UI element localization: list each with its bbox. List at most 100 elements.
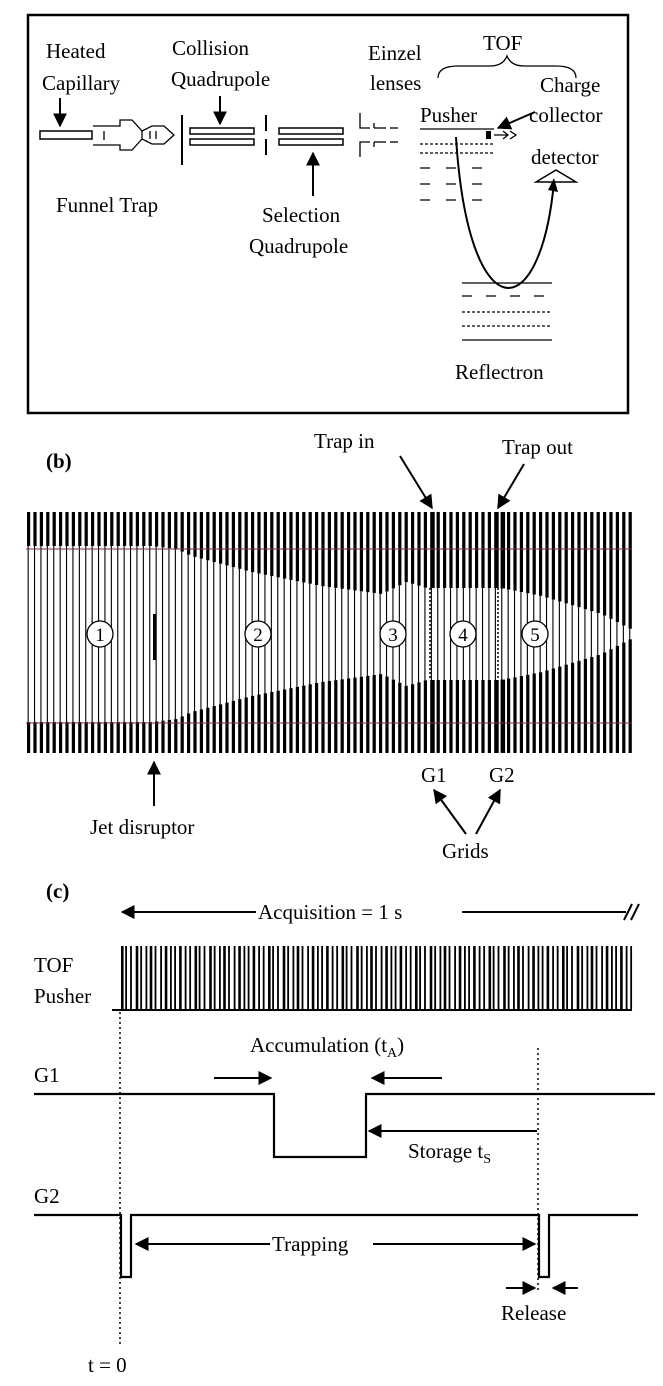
acquisition-label: Acquisition = 1 s (258, 900, 402, 924)
pusher-pulse (405, 946, 407, 1010)
electrode-ring-bottom (487, 680, 491, 753)
pusher-pulse (601, 946, 603, 1010)
electrode-ring-top (308, 512, 312, 584)
ion-beam-line (34, 546, 36, 722)
ion-beam-line (373, 593, 375, 675)
ion-beam-line (341, 588, 343, 680)
pusher-pulse (223, 946, 226, 1010)
pusher-pulse (317, 946, 319, 1010)
electrode-ring-bottom (622, 642, 626, 753)
pusher-pulse (336, 946, 339, 1010)
pusher-pulse (268, 946, 271, 1010)
electrode-ring-top (27, 512, 31, 546)
pusher-pulse (605, 946, 609, 1010)
g2-waveform (34, 1213, 638, 1279)
electrode-ring-bottom (443, 680, 447, 753)
ion-beam-line (315, 585, 317, 683)
electrode-ring-top (366, 512, 370, 593)
electrode-ring-bottom (187, 713, 191, 753)
pusher-pulse (247, 946, 250, 1010)
pusher-pulse (213, 946, 216, 1010)
ion-beam-line (302, 582, 304, 686)
electrode-ring-top (615, 512, 619, 623)
pusher-pulse (258, 946, 260, 1010)
electrode-ring-bottom (449, 680, 453, 753)
electrode-ring-bottom (583, 658, 587, 753)
ion-beam-line (488, 588, 490, 680)
tof-label: TOF (483, 31, 522, 55)
electrode-ring-bottom (238, 699, 242, 753)
pusher-pulse (252, 946, 256, 1010)
electrode-ring-bottom (545, 670, 549, 753)
electrode-ring-top (340, 512, 344, 589)
pusher-pulse (595, 946, 598, 1010)
pusher-pulse (458, 946, 462, 1010)
region-marker-3: 3 (379, 620, 407, 648)
ion-beam-line (283, 578, 285, 690)
pusher-pulse (350, 946, 353, 1010)
electrode-ring-bottom (225, 702, 229, 753)
electrode-ring-bottom (135, 722, 139, 753)
ion-beam-line (334, 587, 336, 681)
pusher-pulse (562, 946, 565, 1010)
reflectron (462, 282, 552, 341)
electrode-ring-top (487, 512, 491, 588)
electrode-ring-top (142, 512, 146, 546)
electrode-ring-bottom (180, 716, 184, 753)
ion-beam-line (443, 588, 445, 680)
electrode-ring-bottom (129, 722, 133, 753)
ion-beam-line (552, 599, 554, 669)
pusher-pulse (292, 946, 295, 1010)
electrode-ring-top (449, 512, 453, 588)
electrode-ring-bottom (155, 721, 159, 753)
pusher-pulse (228, 946, 230, 1010)
tof-brace (437, 54, 577, 79)
grids-arrow-g1 (433, 788, 467, 835)
electrode-ring-top (609, 512, 613, 619)
funnel-trap-label: Funnel Trap (56, 193, 158, 217)
ion-beam-line (187, 554, 189, 714)
electrode-ring-top (33, 512, 37, 546)
electrode-ring-bottom (436, 680, 440, 753)
ion-beam-line (565, 603, 567, 665)
electrode-ring-top (129, 512, 133, 546)
electrode-ring-bottom (462, 680, 466, 753)
ion-beam-line (354, 590, 356, 678)
pusher-pulse (513, 946, 515, 1010)
ion-beam-line (360, 591, 362, 677)
pusher-pulse (189, 946, 192, 1010)
jet-disruptor (153, 614, 156, 660)
electrode-ring-bottom (577, 660, 581, 753)
electrode-ring-bottom (327, 680, 331, 753)
pusher-pulse (385, 946, 388, 1010)
electrode-ring-top (551, 512, 555, 600)
g1-grid-label: G1 (421, 763, 447, 787)
heated-capillary (39, 130, 93, 140)
ion-beam-line (571, 605, 573, 663)
ion-beam-line (53, 546, 55, 722)
ion-beam-line (117, 546, 119, 722)
region-2-label: 2 (253, 625, 263, 646)
electrode-ring-bottom (340, 679, 344, 753)
selection-quadrupole-label-2: Quadrupole (249, 234, 348, 258)
electrode-ring-bottom (39, 722, 43, 753)
ion-beam-line (130, 546, 132, 722)
pusher-pulse (360, 946, 363, 1010)
electrode-ring-bottom (558, 666, 562, 753)
reflectron-label: Reflectron (455, 360, 544, 384)
electrode-ring-bottom (123, 722, 127, 753)
electrode-ring-bottom (513, 677, 517, 753)
electrode-ring-bottom (52, 722, 56, 753)
ion-beam-line (200, 558, 202, 710)
ion-beam-line (123, 546, 125, 722)
electrode-ring-bottom (78, 722, 82, 753)
pusher-pulse (419, 946, 421, 1010)
electrode-ring-top (110, 512, 114, 546)
ion-beam-line (59, 546, 61, 722)
electrode-ring-bottom (590, 656, 594, 753)
electrode-ring-top (372, 512, 376, 594)
electrode-ring-top (302, 512, 306, 583)
ion-beam-line (78, 546, 80, 722)
ion-beam-line (366, 592, 368, 676)
electrode-ring-bottom (321, 681, 325, 753)
